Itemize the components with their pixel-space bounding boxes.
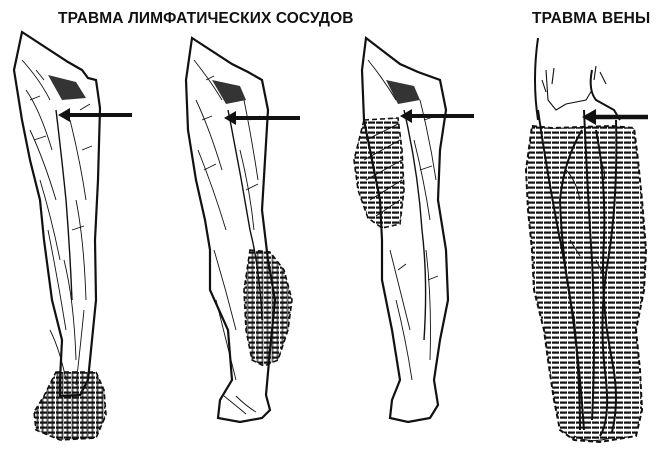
leg-outline (184, 36, 277, 424)
leg-outline (534, 37, 621, 121)
leg-4-drawing (524, 37, 648, 444)
main-veins (537, 109, 618, 437)
injury-arrow (224, 111, 300, 125)
leg-1-drawing (12, 30, 132, 441)
lymph-vessels (21, 59, 93, 386)
branch-veins (541, 65, 607, 111)
injury-arrow (582, 109, 648, 125)
inguinal-nodes (212, 80, 246, 104)
leg-2-drawing (184, 36, 300, 424)
lymph-vessels (193, 59, 261, 415)
leg-3-drawing (353, 35, 474, 424)
inguinal-nodes (48, 75, 86, 100)
injury-arrow (400, 109, 474, 123)
title-lymphatic-injury: ТРАВМА ЛИМФАТИЧЕСКИХ СОСУДОВ (58, 10, 354, 27)
injury-arrow (58, 108, 132, 122)
edema-zone-entire-leg (524, 124, 648, 444)
title-vein-injury: ТРАВМА ВЕНЫ (532, 10, 651, 27)
inguinal-nodes (386, 80, 420, 104)
